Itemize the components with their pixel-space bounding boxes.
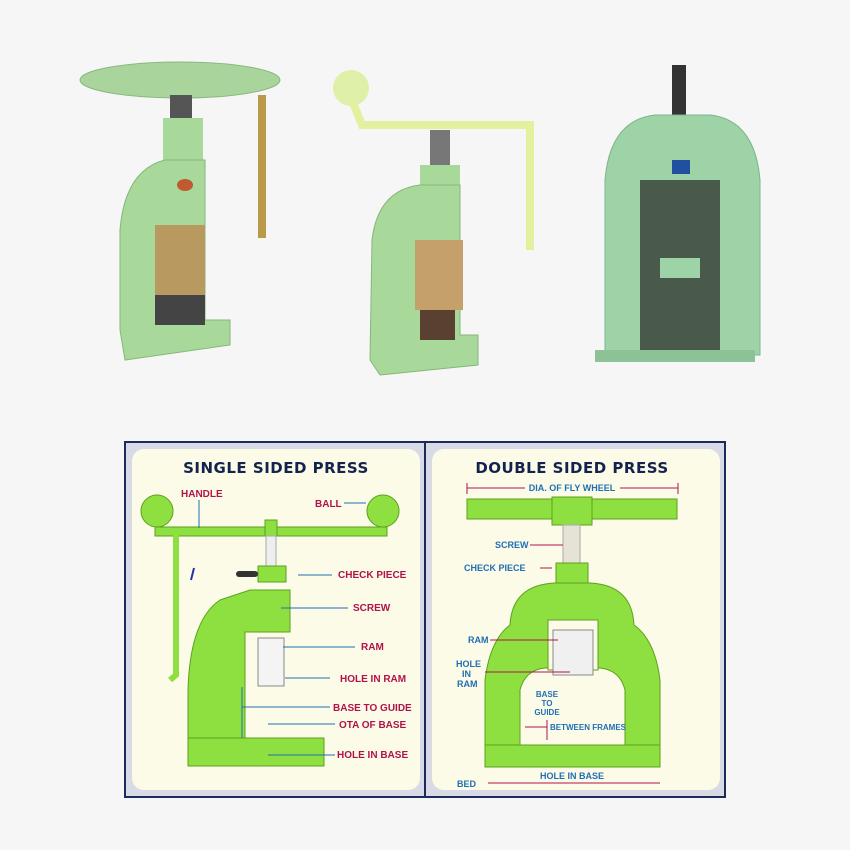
double-title: DOUBLE SIDED PRESS [475, 459, 668, 477]
single-sided-press-diagram: SINGLE SIDED PRESS HANDLE BALL CHECK PIE… [132, 449, 420, 790]
label-guide: GUIDE [534, 708, 560, 717]
label-hole-in-base: HOLE IN BASE [337, 750, 408, 761]
label-ram: RAM [468, 635, 489, 645]
label-base-to-guide: BASE TO GUIDE [333, 703, 412, 714]
label-ram-2: RAM [457, 679, 478, 689]
label-hole: HOLE [456, 659, 481, 669]
label-hole-in-ram: HOLE IN RAM [340, 674, 406, 685]
label-hole-in-base: HOLE IN BASE [540, 771, 604, 781]
label-ball: BALL [315, 499, 342, 510]
photo-ball-handle-press [333, 70, 534, 376]
label-between-frames: BETWEEN FRAMES [550, 723, 627, 732]
single-title: SINGLE SIDED PRESS [183, 459, 369, 477]
photo-flywheel-press [79, 61, 281, 361]
label-in: IN [462, 669, 471, 679]
label-base: BASE [536, 690, 559, 699]
label-check-piece: CHECK PIECE [464, 563, 526, 573]
label-bed: BED [457, 779, 477, 789]
label-to: TO [542, 699, 553, 708]
label-screw: SCREW [495, 540, 529, 550]
double-sided-press-diagram: DOUBLE SIDED PRESS DIA. OF FLY WHEEL SCR… [432, 449, 720, 790]
photo-double-sided-press [595, 65, 761, 362]
label-check-piece: CHECK PIECE [338, 570, 407, 581]
label-ota-of-base: OTA OF BASE [339, 720, 407, 731]
label-screw: SCREW [353, 603, 391, 614]
label-handle: HANDLE [181, 489, 223, 500]
label-ram: RAM [361, 642, 384, 653]
label-dia-fly-wheel: DIA. OF FLY WHEEL [529, 483, 616, 493]
